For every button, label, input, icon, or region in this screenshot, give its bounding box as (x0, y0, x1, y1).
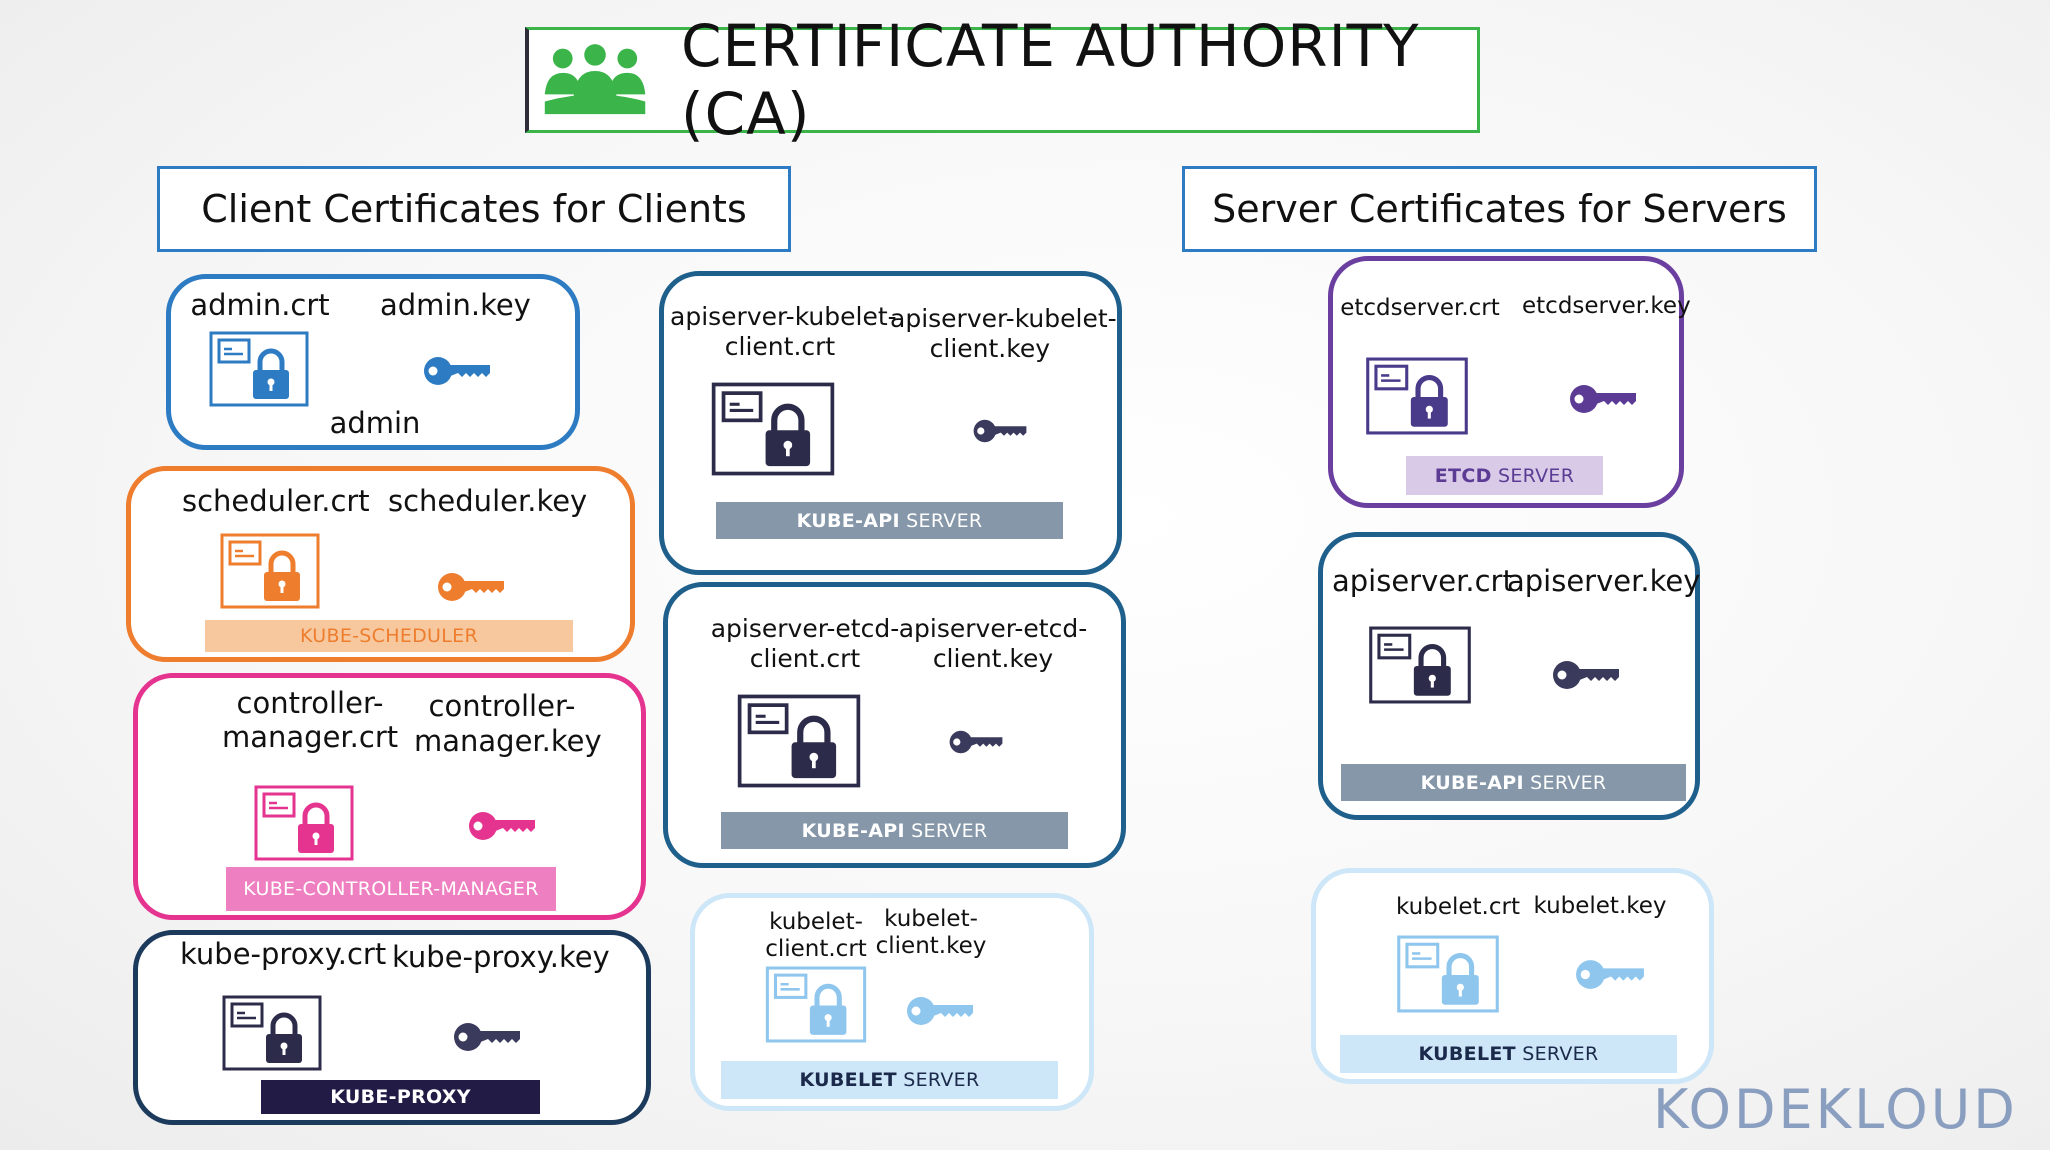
kube-api-server-bar: KUBE-API SERVER (721, 812, 1068, 849)
bar-text: SERVER (1491, 464, 1575, 487)
kubelet-server-bar: KUBELET SERVER (1340, 1035, 1677, 1073)
key-icon (436, 571, 506, 603)
bar-text: SERVER (904, 819, 988, 842)
kube-api-server-bar: KUBE-API SERVER (1341, 764, 1686, 801)
key-icon (452, 1021, 522, 1053)
key-icon (1574, 958, 1646, 991)
bar-bold-text: KUBELET (799, 1069, 897, 1091)
certificate-icon (218, 533, 322, 609)
bar-text: SERVER (899, 509, 983, 532)
client-section-header: Client Certificates for Clients (157, 166, 791, 252)
certificate-icon (1366, 626, 1474, 704)
certificate-icon (220, 995, 324, 1071)
apiserver-etcd-crt-line2: client.crt (749, 644, 861, 673)
key-icon (1551, 659, 1621, 691)
people-icon (544, 44, 646, 115)
kube-api-server-bar: KUBE-API SERVER (716, 502, 1063, 539)
kubelet-crt-label: kubelet.crt (1396, 894, 1520, 920)
key-icon (1568, 383, 1638, 415)
certificate-icon (207, 331, 311, 407)
bar-bold-text: ETCD (1434, 464, 1492, 487)
admin-name-label: admin (329, 406, 421, 440)
certificate-icon (252, 785, 356, 861)
certificate-icon (1394, 935, 1502, 1013)
bar-bold-text: KUBE-API (801, 819, 905, 842)
key-icon (972, 418, 1028, 444)
controller-key-label-line1: controller- (428, 689, 576, 723)
key-icon (422, 355, 492, 387)
key-icon (905, 995, 975, 1027)
apiserver-etcd-key-line2: client.key (932, 644, 1054, 673)
kube-scheduler-bar: KUBE-SCHEDULER (205, 620, 573, 652)
controller-key-label-line2: manager.key (414, 724, 602, 758)
bar-bold-text: KUBE-API (1420, 771, 1524, 794)
etcdserver-key-label: etcdserver.key (1522, 293, 1691, 319)
certificate-icon (1363, 357, 1471, 435)
certificate-icon (763, 966, 869, 1043)
etcd-server-bar: ETCD SERVER (1406, 456, 1603, 495)
scheduler-crt-label: scheduler.crt (182, 484, 370, 518)
apiserver-crt-label: apiserver.crt (1332, 564, 1514, 598)
admin-key-label: admin.key (380, 288, 531, 322)
bar-text: SERVER (896, 1069, 980, 1091)
bar-text: SERVER (1515, 1043, 1599, 1065)
kube-proxy-bar: KUBE-PROXY (261, 1080, 540, 1114)
kubelet-client-key-line2: client.key (875, 933, 987, 959)
apiserver-etcd-key-line1: apiserver-etcd- (898, 614, 1088, 643)
kubelet-key-label: kubelet.key (1533, 893, 1667, 919)
server-section-header: Server Certificates for Servers (1182, 166, 1817, 252)
key-icon (948, 729, 1004, 755)
controller-crt-label-line2: manager.crt (222, 720, 399, 754)
page-title: CERTIFICATE AUTHORITY (CA) (681, 12, 1420, 148)
controller-manager-card (133, 673, 646, 920)
kubelet-client-crt-line2: client.crt (765, 936, 867, 962)
apiserver-kubelet-key-line2: client.key (929, 334, 1050, 363)
key-icon (467, 810, 537, 842)
apiserver-kubelet-crt-line2: client.crt (724, 332, 836, 361)
certificate-icon (734, 694, 864, 788)
apiserver-etcd-crt-line1: apiserver-etcd- (710, 614, 900, 643)
kubelet-client-crt-line1: kubelet- (769, 909, 863, 935)
kodekloud-logo: KODEKLOUD (1653, 1078, 2018, 1141)
bar-text: SERVER (1523, 771, 1607, 794)
bar-bold-text: KUBE-API (796, 509, 900, 532)
etcdserver-crt-label: etcdserver.crt (1340, 295, 1500, 321)
apiserver-kubelet-crt-line1: apiserver-kubelet- (670, 302, 897, 331)
bar-bold-text: KUBELET (1418, 1043, 1516, 1065)
scheduler-key-label: scheduler.key (388, 484, 588, 518)
apiserver-kubelet-key-line1: apiserver-kubelet- (890, 304, 1117, 333)
certificate-icon (708, 382, 838, 476)
kubelet-server-bar: KUBELET SERVER (721, 1061, 1058, 1099)
apiserver-key-label: apiserver.key (1507, 564, 1701, 598)
admin-crt-label: admin.crt (190, 288, 330, 322)
kubelet-client-key-line1: kubelet- (884, 906, 978, 932)
ca-title-box: CERTIFICATE AUTHORITY (CA) (525, 12, 1480, 148)
kube-proxy-crt-label: kube-proxy.crt (180, 937, 387, 971)
controller-crt-label-line1: controller- (236, 686, 384, 720)
kube-controller-manager-bar: KUBE-CONTROLLER-MANAGER (226, 867, 556, 911)
kube-proxy-key-label: kube-proxy.key (392, 940, 610, 974)
